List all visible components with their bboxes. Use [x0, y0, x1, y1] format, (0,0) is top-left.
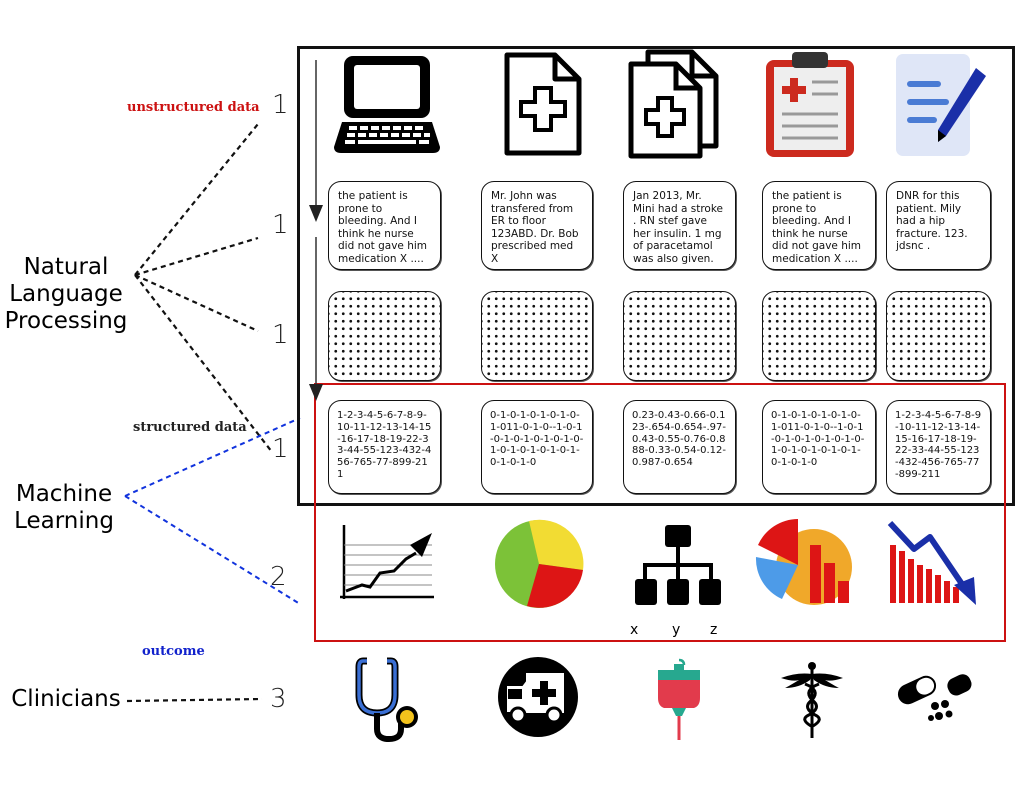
- note-pen-icon: [896, 54, 986, 156]
- tree-label-y: y: [672, 622, 681, 638]
- ml-connector-1: [124, 417, 301, 497]
- ml-connector-2: [124, 495, 301, 605]
- nlp-label: Natural Language Processing: [2, 254, 130, 335]
- declining-bar-chart-icon: [887, 520, 976, 605]
- clinical-note-2: Mr. John was transfered from ER to floor…: [481, 181, 593, 270]
- structured-data-label: structured data: [133, 420, 247, 435]
- structured-record-1: 1-2-3-4-5-6-7-8-9-10-11-12-13-14-15-16-1…: [328, 400, 441, 494]
- ml-label: Machine Learning: [4, 481, 124, 535]
- clipboard-icon: [766, 52, 854, 157]
- nlp-connector-3: [134, 273, 259, 333]
- token-grid-2: [481, 291, 593, 381]
- nlp-label-line-1: Natural: [23, 254, 109, 280]
- stage-number-1c: 1: [272, 320, 289, 350]
- hierarchy-tree-icon: [635, 525, 721, 605]
- flow-arrow-head-2: [309, 384, 323, 401]
- flow-arrow-head-1: [309, 205, 323, 222]
- ml-label-line-2: Learning: [14, 508, 114, 534]
- trend-chart-icon: [340, 525, 434, 599]
- token-grid-3: [623, 291, 736, 381]
- stage-number-2: 2: [270, 562, 287, 592]
- pie-bar-chart-icon: [755, 519, 852, 605]
- structured-record-2: 0-1-0-1-0-1-0-1-0-1-011-0-1-0--1-0-1-0-1…: [481, 400, 593, 494]
- clinical-note-4: the patient is prone to bleeding. And I …: [762, 181, 876, 270]
- caduceus-icon: [781, 662, 843, 738]
- clinical-note-5: DNR for this patient. Mily had a hip fra…: [886, 181, 991, 270]
- structured-record-3: 0.23-0.43-0.66-0.123-.654-0.654-.97-0.43…: [623, 400, 736, 494]
- stage-number-1d: 1: [272, 434, 289, 464]
- nlp-pipeline-box: [297, 46, 1015, 506]
- tree-label-x: x: [630, 622, 639, 638]
- clinicians-connector: [126, 697, 263, 703]
- nlp-connector-2: [134, 236, 259, 277]
- outcome-label: outcome: [142, 644, 205, 659]
- stage-number-3: 3: [270, 684, 287, 714]
- stage-number-1b: 1: [272, 210, 289, 240]
- token-grid-4: [762, 291, 876, 381]
- tree-label-z: z: [710, 622, 718, 638]
- structured-record-4: 0-1-0-1-0-1-0-1-0-1-011-0-1-0--1-0-1-0-1…: [762, 400, 876, 494]
- structured-record-5: 1-2-3-4-5-6-7-8-9-10-11-12-13-14-15-16-1…: [886, 400, 991, 494]
- stethoscope-icon: [355, 657, 418, 743]
- stage-number-1a: 1: [272, 90, 289, 120]
- laptop-icon: [334, 56, 440, 153]
- nlp-label-line-2: Language: [9, 281, 123, 307]
- ml-pipeline-box: [314, 383, 1006, 642]
- unstructured-data-label: unstructured data: [127, 100, 260, 115]
- pie-chart-icon: [495, 519, 584, 608]
- nlp-connector-1: [134, 123, 259, 276]
- iv-drip-icon: [658, 658, 700, 740]
- token-grid-5: [886, 291, 991, 381]
- clinical-note-1: the patient is prone to bleeding. And I …: [328, 181, 441, 270]
- ml-label-line-1: Machine: [15, 481, 113, 507]
- token-grid-1: [328, 291, 441, 381]
- medical-document-icon: [504, 52, 582, 156]
- pills-icon: [897, 674, 972, 721]
- clinical-note-3: Jan 2013, Mr. Mini had a stroke . RN ste…: [623, 181, 736, 270]
- nlp-label-line-3: Processing: [4, 308, 128, 334]
- nlp-connector-4: [134, 274, 273, 453]
- medical-documents-icon: [628, 49, 719, 159]
- clinicians-label: Clinicians: [11, 686, 121, 712]
- ambulance-icon: [498, 657, 578, 737]
